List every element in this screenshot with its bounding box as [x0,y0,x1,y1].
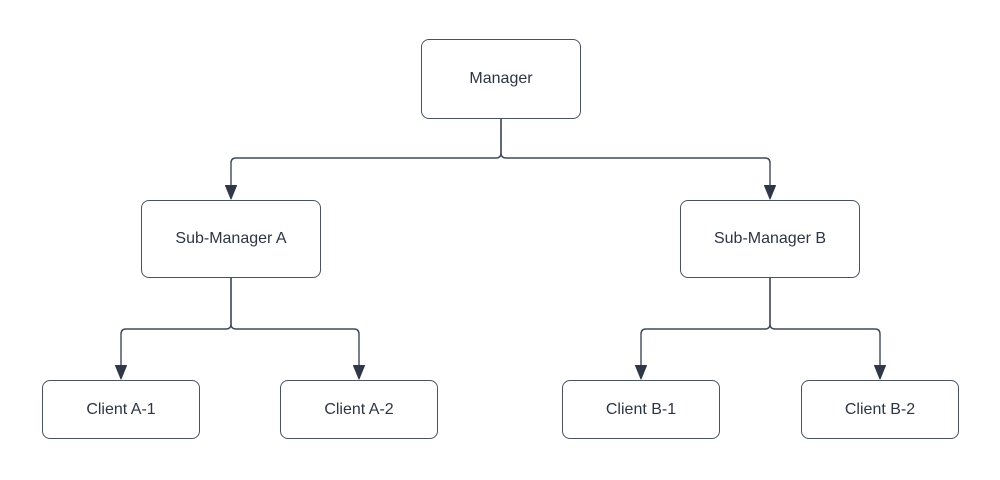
node-sub-manager-a-label: Sub-Manager A [175,230,287,248]
node-sub-manager-a[interactable]: Sub-Manager A [141,200,321,278]
node-manager[interactable]: Manager [421,39,581,119]
arrowhead-sub-manager-a [225,185,237,200]
arrowhead-client-a-2 [353,365,365,380]
arrowhead-client-b-1 [635,365,647,380]
connector-sub-manager-a-to-client-a-1 [120,278,232,365]
node-client-b-2-label: Client B-2 [844,400,916,418]
node-client-b-2[interactable]: Client B-2 [801,380,959,439]
connector-sub-manager-a-to-client-a-2 [230,278,360,365]
connector-sub-manager-b-to-client-b-1 [640,278,771,365]
connector-manager-to-sub-manager-b [500,119,771,185]
node-client-a-2-label: Client A-2 [324,400,394,418]
node-manager-label: Manager [469,70,533,88]
node-client-a-1[interactable]: Client A-1 [42,380,200,439]
node-client-b-1-label: Client B-1 [605,400,677,418]
arrowhead-client-a-1 [115,365,127,380]
node-client-a-1-label: Client A-1 [86,400,156,418]
arrowhead-sub-manager-b [764,185,776,200]
arrowhead-client-b-2 [874,365,886,380]
node-client-b-1[interactable]: Client B-1 [562,380,720,439]
node-client-a-2[interactable]: Client A-2 [280,380,438,439]
node-sub-manager-b[interactable]: Sub-Manager B [680,200,860,278]
connector-sub-manager-b-to-client-b-2 [769,278,881,365]
node-sub-manager-b-label: Sub-Manager B [713,230,827,248]
connector-manager-to-sub-manager-a [230,119,502,185]
